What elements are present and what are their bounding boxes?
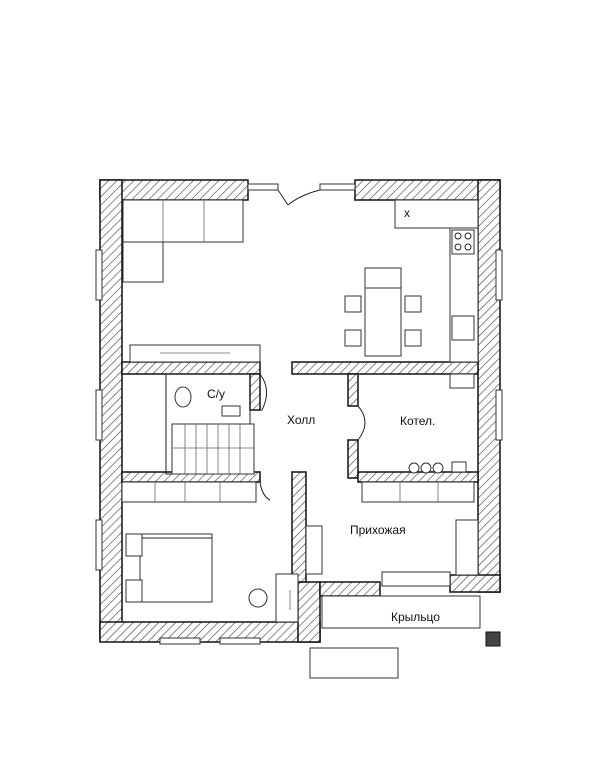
dining-table bbox=[344, 267, 422, 357]
bed bbox=[125, 533, 213, 603]
porch bbox=[309, 595, 501, 679]
boiler-equipment bbox=[408, 373, 475, 474]
room-label-boiler: Котел. bbox=[400, 414, 435, 428]
desk bbox=[248, 573, 299, 623]
tv-unit bbox=[129, 344, 261, 363]
sofa bbox=[122, 199, 244, 283]
room-label-entrance-hall: Прихожая bbox=[350, 523, 406, 537]
room-label-wc: С/у bbox=[207, 387, 225, 401]
staircase bbox=[171, 423, 255, 475]
kitchen-counter: x bbox=[394, 199, 479, 363]
windows bbox=[95, 183, 503, 645]
shoe-cabinet bbox=[305, 525, 323, 575]
room-label-hall: Холл bbox=[287, 413, 315, 427]
interior-walls bbox=[121, 361, 479, 583]
stove-mark: x bbox=[404, 206, 410, 220]
room-label-porch: Крыльцо bbox=[391, 610, 440, 624]
hall-wardrobes bbox=[121, 481, 479, 587]
